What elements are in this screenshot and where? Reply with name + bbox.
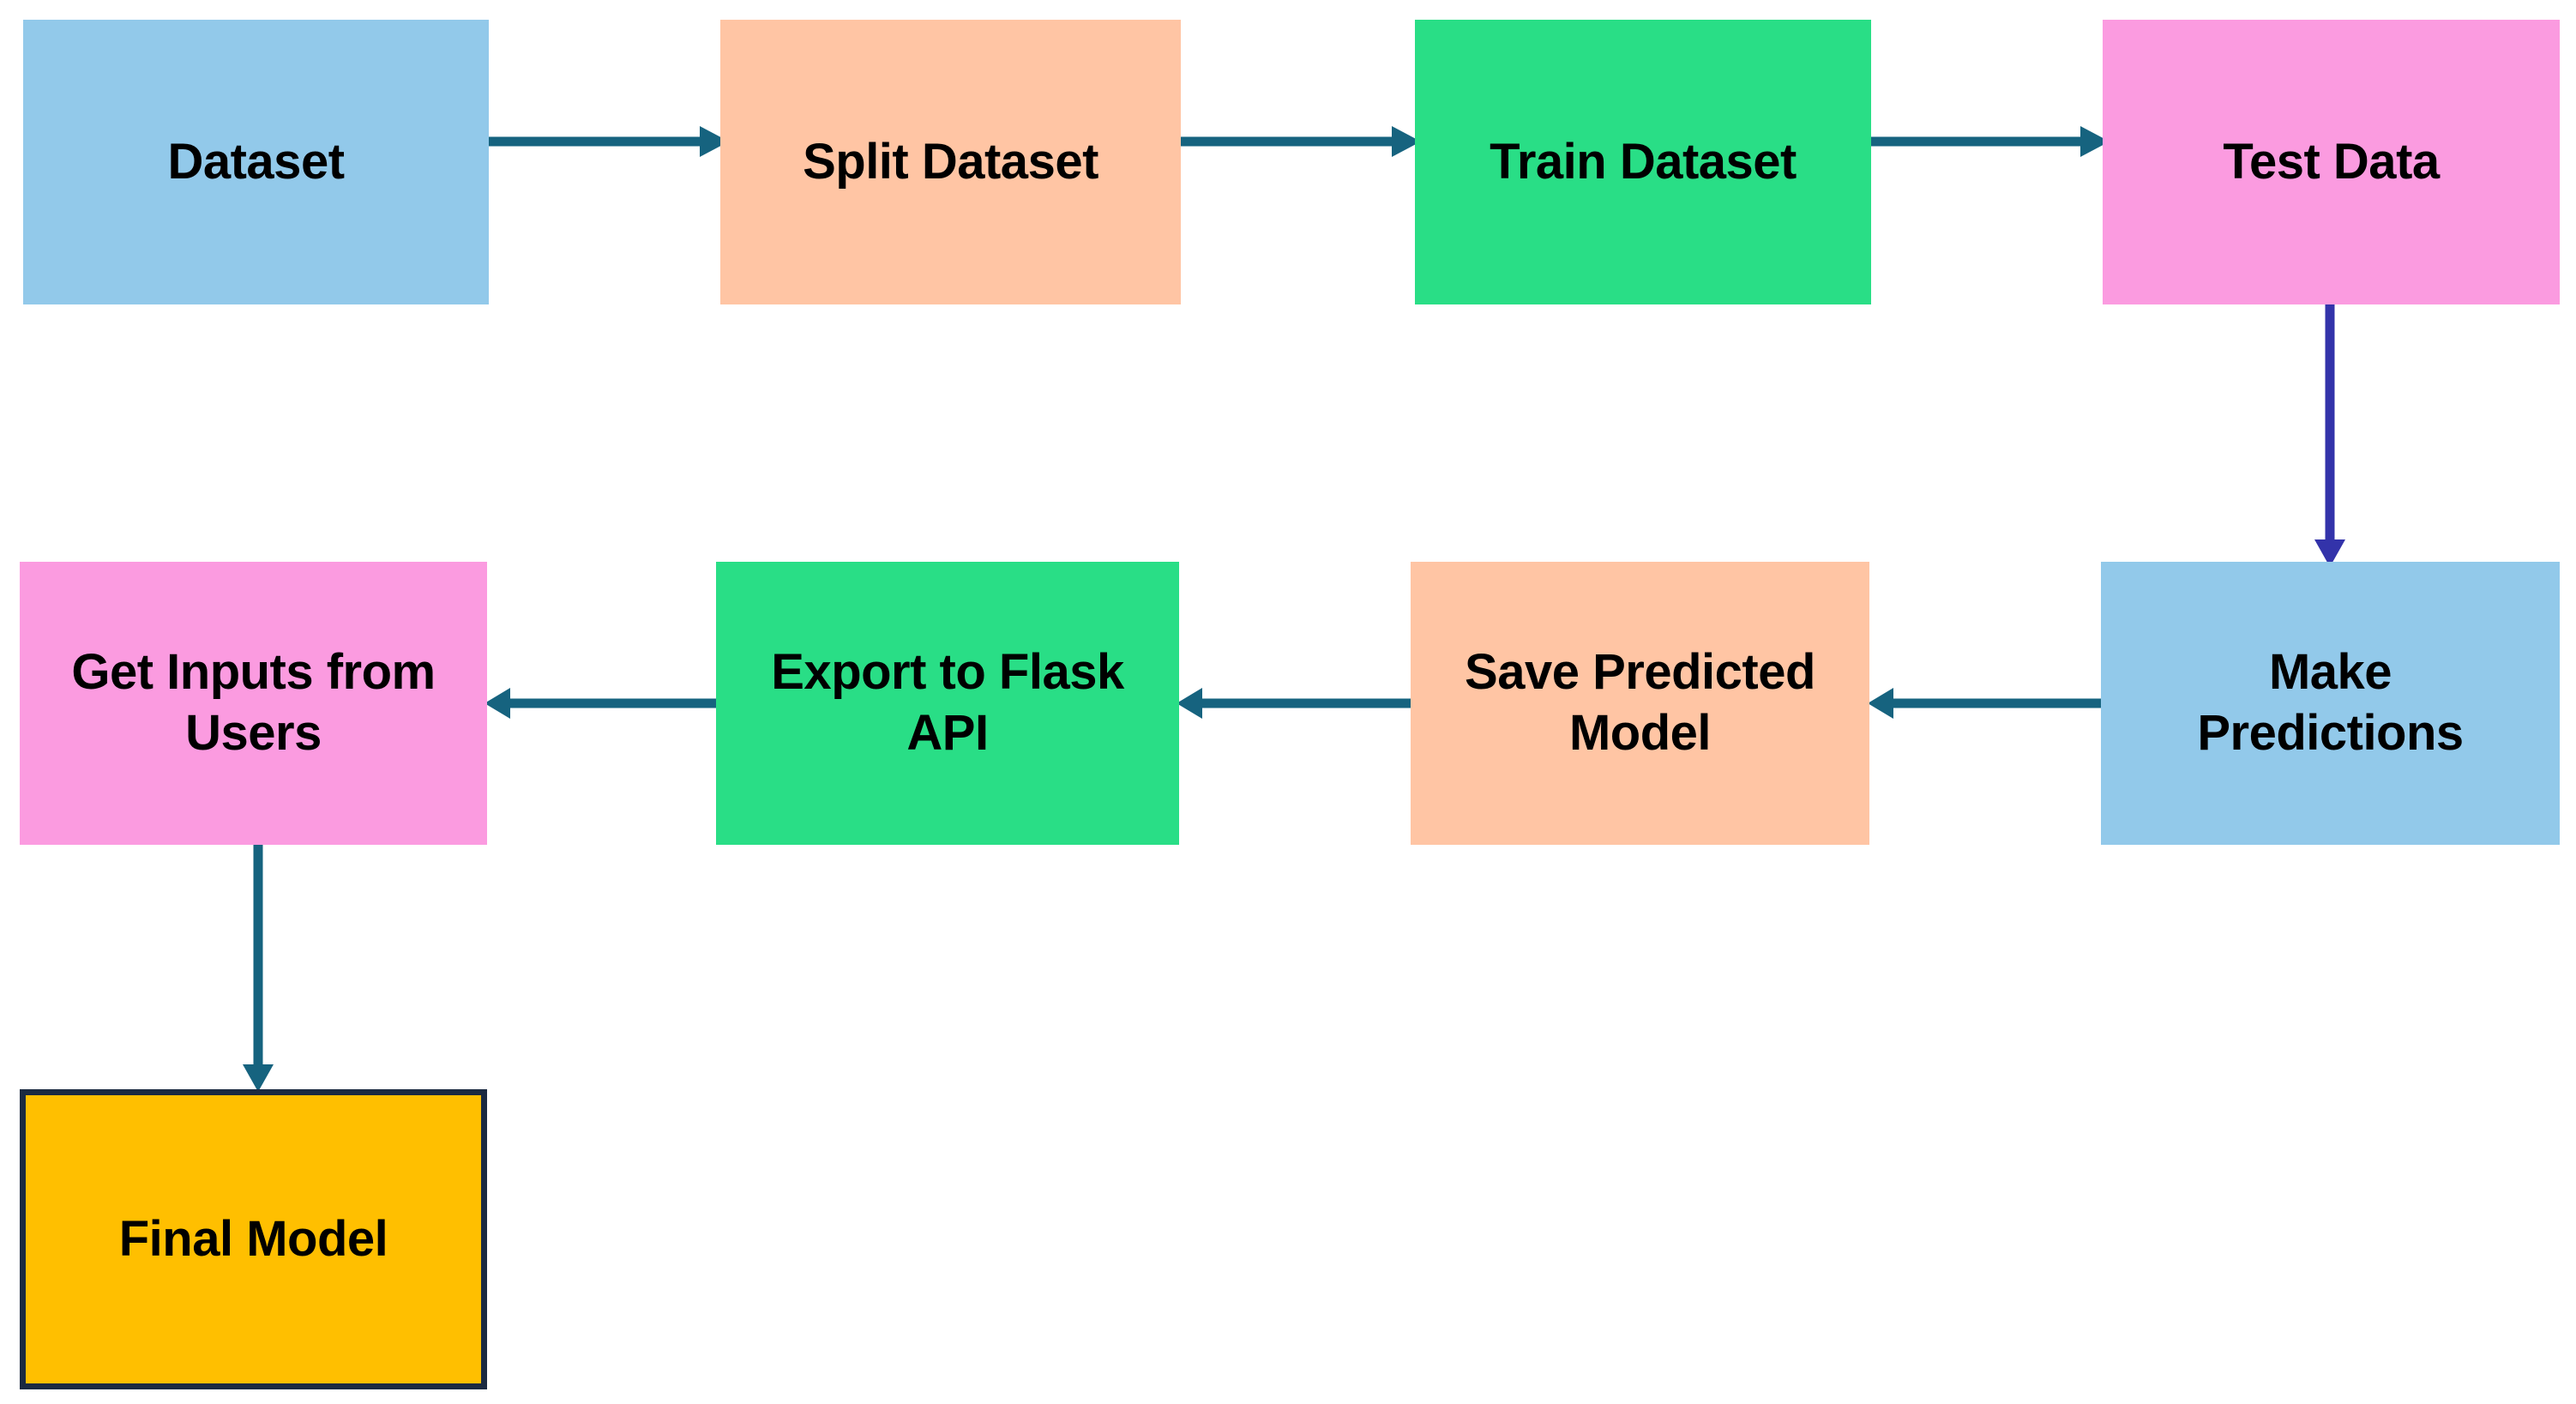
node-train-dataset[interactable]: Train Dataset <box>1415 20 1871 304</box>
node-dataset-label: Dataset <box>167 133 345 190</box>
node-make-predictions[interactable]: Make Predictions <box>2101 562 2560 845</box>
edge-make-predictions-to-save-predicted-model <box>1868 682 2104 725</box>
node-dataset[interactable]: Dataset <box>23 20 489 304</box>
edge-test-data-to-make-predictions <box>2308 303 2351 567</box>
node-train-dataset-label: Train Dataset <box>1490 133 1797 190</box>
node-split-dataset-label: Split Dataset <box>803 133 1098 190</box>
node-export-to-flask-api[interactable]: Export to Flask API <box>716 562 1179 845</box>
edge-train-dataset-to-test-data <box>1869 120 2110 163</box>
node-final-model[interactable]: Final Model <box>20 1089 487 1389</box>
node-export-to-flask-api-label: Export to Flask API <box>771 644 1124 761</box>
node-save-predicted-model[interactable]: Save Predicted Model <box>1411 562 1869 845</box>
node-save-predicted-model-label: Save Predicted Model <box>1465 644 1815 761</box>
edge-export-to-flask-api-to-get-inputs-from-users <box>485 682 719 725</box>
node-get-inputs-from-users-label: Get Inputs from Users <box>71 644 436 761</box>
node-test-data[interactable]: Test Data <box>2103 20 2560 304</box>
edge-split-dataset-to-train-dataset <box>1179 120 1421 163</box>
edge-dataset-to-split-dataset <box>487 120 729 163</box>
node-final-model-label: Final Model <box>118 1210 388 1267</box>
edge-get-inputs-from-users-to-final-model <box>237 843 280 1092</box>
node-test-data-label: Test Data <box>2223 133 2440 190</box>
edge-save-predicted-model-to-export-to-flask-api <box>1177 682 1414 725</box>
node-get-inputs-from-users[interactable]: Get Inputs from Users <box>20 562 487 845</box>
node-split-dataset[interactable]: Split Dataset <box>720 20 1181 304</box>
node-make-predictions-label: Make Predictions <box>2197 644 2464 761</box>
